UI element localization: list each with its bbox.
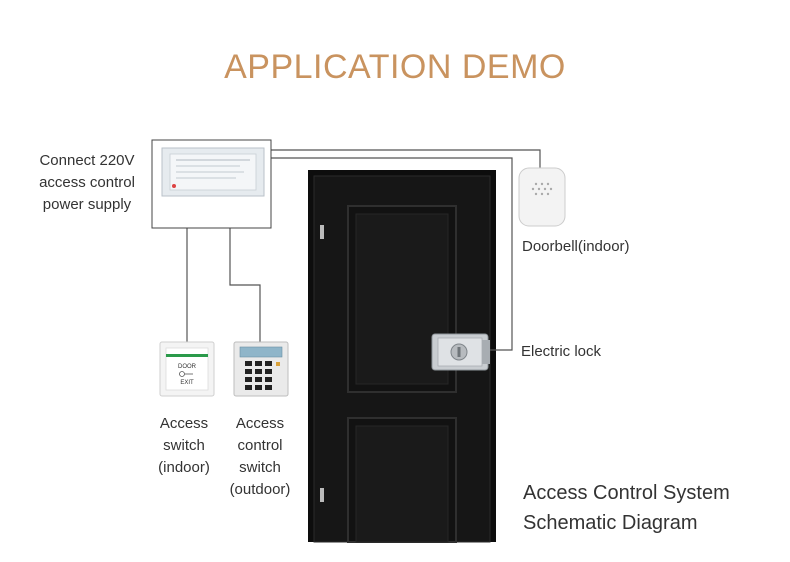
wire-electric-lock [270,157,513,351]
diagram-caption: Access Control System Schematic Diagram [523,478,730,538]
power-supply-device [151,139,272,229]
page-title: APPLICATION DEMO [224,48,566,86]
electric-lock-label: Electric lock [521,343,602,360]
access-switch-label-line-1: Access [159,415,209,432]
wire-doorbell [270,149,541,168]
access-switch-label: Access switch (indoor) [146,413,222,479]
door-hinge-top [320,225,324,239]
door-hinge-bottom [320,488,324,502]
power-supply-label-line-1: Connect 220V [39,152,135,169]
electric-lock-device [431,333,490,371]
exit-button-device: DOOR EXIT [159,341,215,397]
exit-button-text-top: DOOR [178,364,197,370]
diagram-caption-line-1: Access Control System [523,482,730,504]
access-switch-label-line-3: (indoor) [158,459,210,476]
power-supply-label-line-2: access control [39,174,135,191]
access-control-label-line-3: switch [239,459,281,476]
access-control-label-line-4: (outdoor) [229,481,291,498]
power-supply-label-line-3: power supply [42,196,132,213]
access-control-switch-label: Access control switch (outdoor) [222,413,298,501]
access-switch-label-line-2: switch [163,437,205,454]
keypad-keys [245,361,272,390]
doorbell-device [518,167,566,227]
access-control-label-line-2: control [237,437,283,454]
wire-access-control [229,228,261,342]
exit-button-text-bottom: EXIT [180,380,194,386]
wires [186,149,541,351]
power-supply-label: Connect 220V access control power supply [28,150,146,216]
doorbell-label: Doorbell(indoor) [522,238,630,255]
keypad-device [233,341,289,397]
access-control-label-line-1: Access [235,415,285,432]
diagram-caption-line-2: Schematic Diagram [523,512,698,534]
